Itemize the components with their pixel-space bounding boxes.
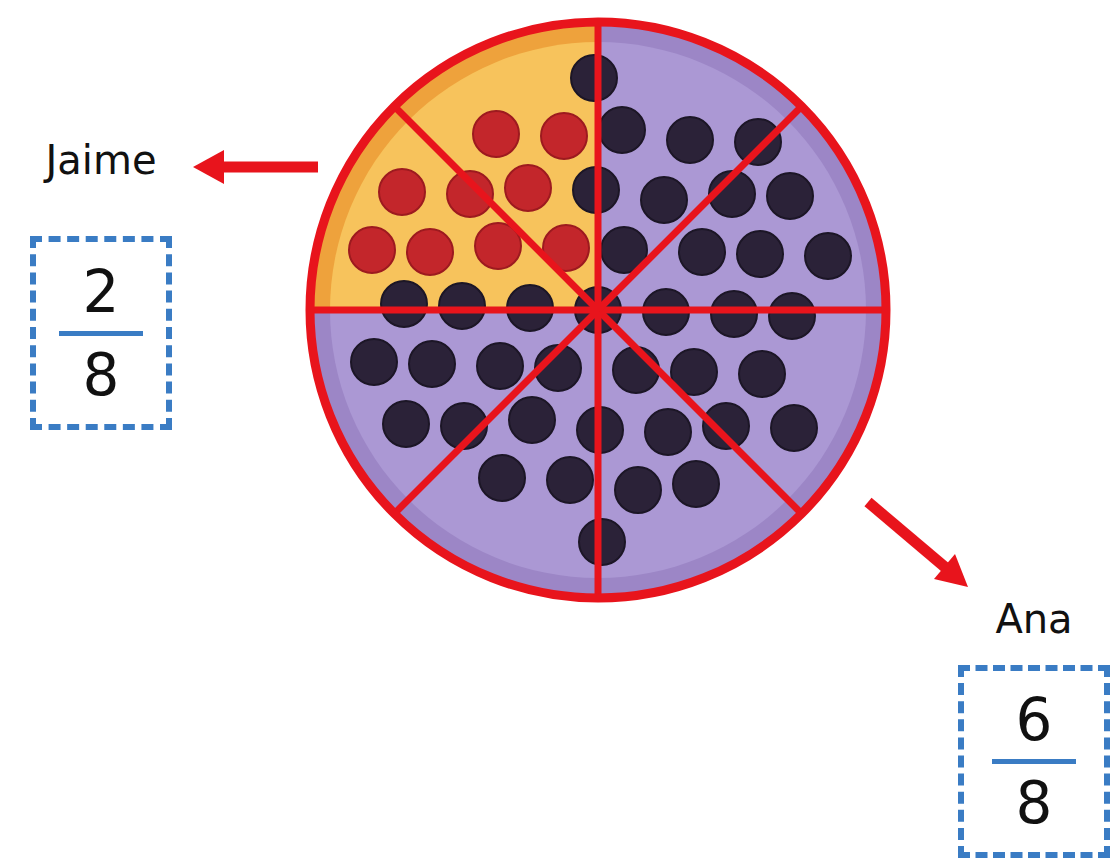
- pepperoni: [615, 467, 661, 513]
- pizza-body: [312, 24, 884, 596]
- numerator: 2: [83, 263, 120, 321]
- pepperoni: [547, 457, 593, 503]
- denominator: 8: [83, 346, 120, 404]
- pepperoni: [667, 117, 713, 163]
- arrow-shaft: [218, 162, 318, 173]
- dotted-frame: 68: [958, 665, 1110, 858]
- pepperoni: [679, 229, 725, 275]
- pepperoni: [767, 173, 813, 219]
- numerator: 6: [1016, 691, 1053, 749]
- pepperoni: [409, 341, 455, 387]
- pepperoni: [769, 293, 815, 339]
- pepperoni: [381, 281, 427, 327]
- pepperoni: [349, 227, 395, 273]
- pepperoni: [739, 351, 785, 397]
- arrow-head: [934, 554, 968, 587]
- slice-cut: [312, 307, 598, 314]
- slice-cut: [595, 24, 602, 310]
- pepperoni: [351, 339, 397, 385]
- purple-crust: [312, 24, 884, 596]
- pepperoni: [509, 397, 555, 443]
- pepperoni: [711, 291, 757, 337]
- orange-cheese: [330, 42, 598, 310]
- pepperoni: [805, 233, 851, 279]
- pepperoni: [439, 283, 485, 329]
- pepperoni: [473, 111, 519, 157]
- pepperoni: [407, 229, 453, 275]
- pepperoni: [579, 519, 625, 565]
- fraction-bar: [992, 759, 1076, 764]
- pepperoni: [771, 405, 817, 451]
- slice-cut: [396, 108, 598, 310]
- pizza-outline: [310, 22, 886, 598]
- pepperoni: [477, 343, 523, 389]
- person-name: Jaime: [46, 138, 157, 182]
- pepperoni: [599, 107, 645, 153]
- fraction-bar: [59, 331, 143, 336]
- pepperoni: [641, 177, 687, 223]
- pepperoni: [613, 347, 659, 393]
- arrow-shaft: [868, 502, 946, 568]
- slice-cut: [396, 310, 598, 512]
- pepperoni: [737, 231, 783, 277]
- pepperoni: [479, 455, 525, 501]
- pepperoni: [571, 55, 617, 101]
- orange-crust: [312, 24, 598, 310]
- pepperoni: [379, 169, 425, 215]
- slice-cut: [595, 310, 602, 596]
- pointer-arrows: [193, 150, 968, 587]
- pepperoni: [541, 113, 587, 159]
- dotted-frame: 28: [30, 236, 172, 430]
- pepperoni: [673, 461, 719, 507]
- slice-cut: [598, 307, 884, 314]
- pepperoni: [735, 119, 781, 165]
- denominator: 8: [1016, 774, 1053, 832]
- fraction-box: 28Jaime: [30, 236, 172, 430]
- pepperoni: [645, 409, 691, 455]
- slice-cut: [598, 108, 800, 310]
- arrow-head: [193, 150, 224, 184]
- slice-cut: [598, 310, 800, 512]
- person-name: Ana: [995, 597, 1072, 641]
- fraction-box: 68Ana: [958, 665, 1110, 858]
- pizza: [310, 22, 886, 598]
- pepperoni: [383, 401, 429, 447]
- pepperoni: [505, 165, 551, 211]
